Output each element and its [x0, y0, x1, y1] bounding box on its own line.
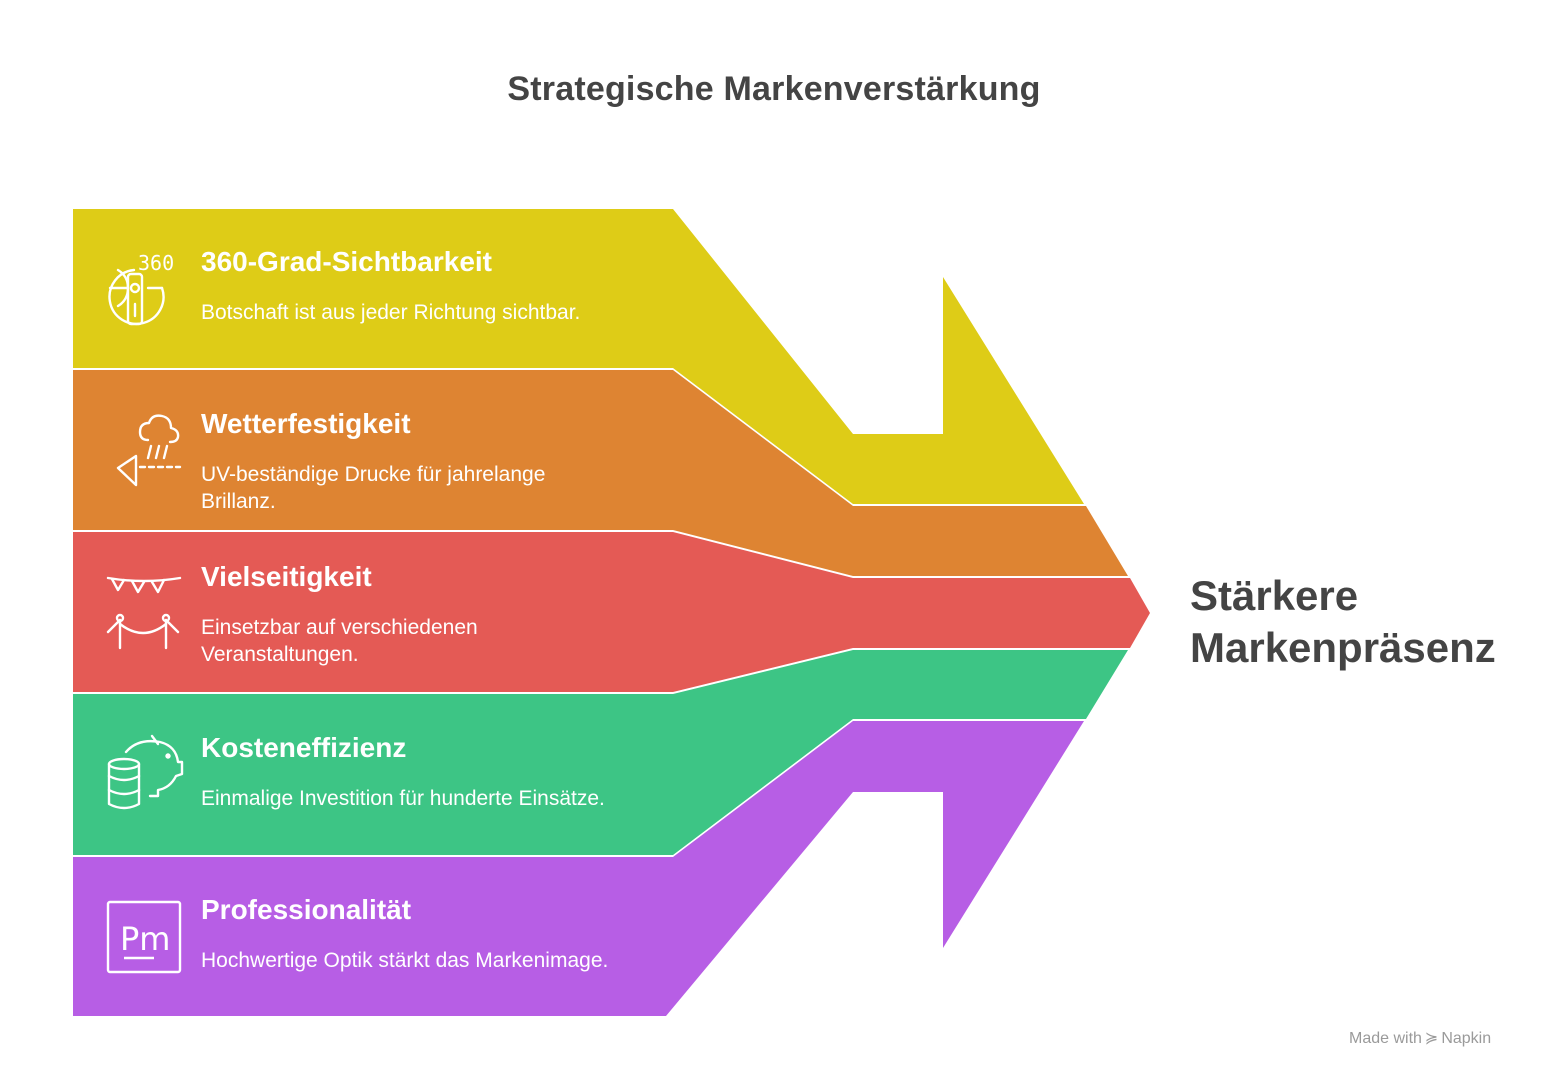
- outcome-line-2: Markenpräsenz: [1190, 624, 1496, 671]
- item-description: Hochwertige Optik stärkt das Markenimage…: [201, 949, 609, 972]
- item-vielseitigkeit: Vielseitigkeit Einsetzbar auf verschiede…: [201, 560, 521, 668]
- item-heading: 360-Grad-Sichtbarkeit: [201, 246, 492, 277]
- weather-rain-icon: [116, 414, 182, 487]
- 360-view-icon: 360: [108, 251, 174, 326]
- 360-label: 360: [138, 251, 174, 275]
- pm-label: Pm: [120, 920, 170, 958]
- outcome-label: Stärkere Markenpräsenz: [1190, 570, 1496, 674]
- item-wetterfestigkeit: Wetterfestigkeit UV-beständige Drucke fü…: [201, 407, 621, 515]
- napkin-watermark[interactable]: Made with≽Napkin: [1349, 1028, 1491, 1048]
- watermark-prefix: Made with: [1349, 1030, 1422, 1047]
- band-1: [73, 209, 1084, 504]
- item-description: Botschaft ist aus jeder Richtung sichtba…: [201, 301, 581, 324]
- piggy-bank-coins-icon: [107, 734, 184, 810]
- napkin-logo-icon: ≽: [1424, 1030, 1439, 1047]
- band-3: [73, 532, 1150, 692]
- item-heading: Vielseitigkeit: [201, 561, 372, 592]
- item-heading: Wetterfestigkeit: [201, 408, 411, 439]
- pm-badge-icon: Pm: [106, 900, 182, 974]
- outcome-line-1: Stärkere: [1190, 572, 1359, 619]
- item-description: Einsetzbar auf verschiedenen Veranstaltu…: [201, 616, 478, 666]
- event-bunting-icon: [106, 576, 182, 650]
- item-heading: Kosteneffizienz: [201, 732, 407, 763]
- item-description: UV-beständige Drucke für jahrelange Bril…: [201, 463, 546, 513]
- band-4: [73, 650, 1128, 855]
- item-professionalitaet: Professionalität Hochwertige Optik stärk…: [201, 893, 621, 974]
- watermark-brand: Napkin: [1441, 1030, 1492, 1047]
- item-kosteneffizienz: Kosteneffizienz Einmalige Investition fü…: [201, 731, 621, 812]
- band-2: [73, 370, 1128, 576]
- item-description: Einmalige Investition für hunderte Einsä…: [201, 787, 605, 810]
- item-360-grad: 360-Grad-Sichtbarkeit Botschaft ist aus …: [201, 245, 621, 326]
- band-5: [73, 721, 1084, 1016]
- item-heading: Professionalität: [201, 894, 412, 925]
- diagram-title: Strategische Markenverstärkung: [507, 70, 1041, 108]
